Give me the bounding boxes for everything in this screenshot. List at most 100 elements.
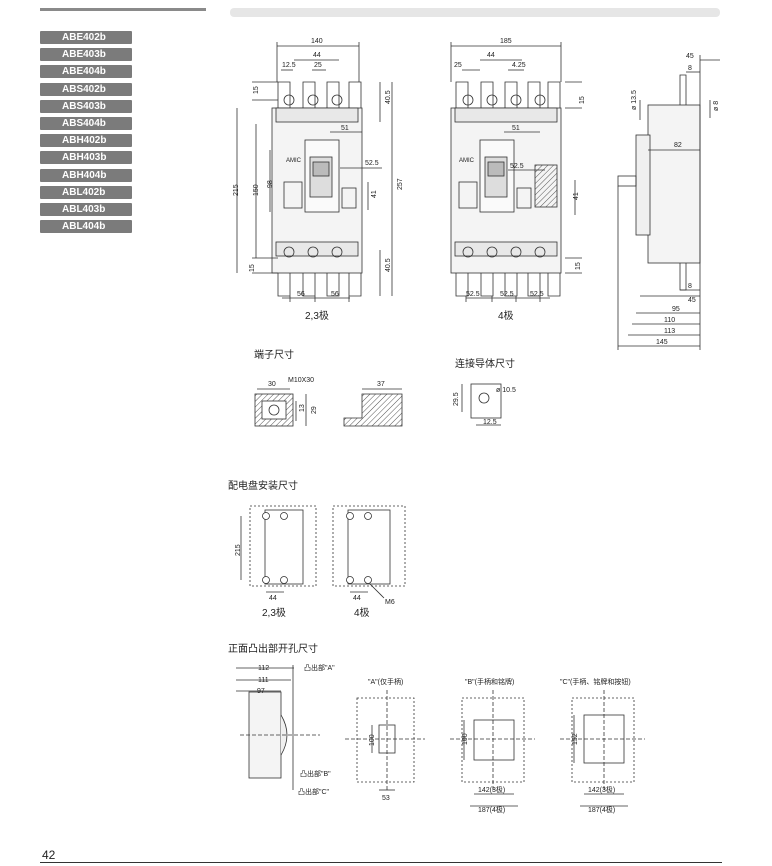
dim-label: 100 bbox=[369, 734, 376, 746]
dim-label: 215 bbox=[233, 184, 240, 196]
front-view-3p: AMIC bbox=[236, 42, 393, 302]
cutout-b bbox=[450, 690, 535, 807]
dim-label: ø 10.5 bbox=[496, 387, 516, 394]
dim-label: 12.5 bbox=[483, 419, 497, 426]
model-label: ABS404b bbox=[40, 116, 132, 130]
model-list: ABE402b ABE403b ABE404b ABS402b ABS403b … bbox=[40, 31, 132, 237]
conductor-drawing bbox=[461, 383, 502, 426]
caption: 4极 bbox=[354, 606, 370, 619]
model-label: ABL403b bbox=[40, 202, 132, 216]
dim-label: 142(3极) bbox=[588, 785, 615, 794]
dim-label: 145 bbox=[656, 339, 668, 346]
dim-label: 257 bbox=[397, 178, 404, 190]
dim-label: 52.5 bbox=[530, 291, 544, 298]
dim-label: 凸出部"B" bbox=[300, 769, 331, 778]
model-label: ABE402b bbox=[40, 31, 132, 44]
dim-label: 51 bbox=[341, 125, 349, 132]
dim-label: 凸出部"C" bbox=[298, 787, 330, 796]
model-label: ABH404b bbox=[40, 168, 132, 182]
dim-label: 37 bbox=[377, 381, 385, 388]
model-label: ABE403b bbox=[40, 48, 132, 62]
dim-label: 44 bbox=[487, 52, 495, 59]
model-label: ABS403b bbox=[40, 99, 132, 113]
dim-label: "A"(仅手柄) bbox=[368, 677, 403, 686]
model-label: ABH402b bbox=[40, 134, 132, 148]
caption: 2,3极 bbox=[262, 606, 286, 619]
dim-label: 82 bbox=[674, 142, 682, 149]
dim-label: 25 bbox=[454, 62, 462, 69]
dim-label: 40.5 bbox=[385, 258, 392, 272]
dim-label: 凸出部"A" bbox=[304, 663, 335, 672]
dim-label: 152 bbox=[572, 733, 579, 745]
dim-label: 40.5 bbox=[385, 90, 392, 104]
header-bar bbox=[230, 8, 720, 17]
dim-label: 15 bbox=[249, 264, 256, 272]
dim-label: 44 bbox=[313, 52, 321, 59]
dim-label: 52.5 bbox=[466, 291, 480, 298]
header-rule bbox=[40, 8, 206, 11]
dim-label: 15 bbox=[575, 262, 582, 270]
dim-label: 98 bbox=[267, 180, 274, 188]
caption: 4极 bbox=[498, 309, 514, 322]
dim-label: 29.5 bbox=[453, 392, 460, 406]
dim-label: 8 bbox=[688, 283, 692, 290]
cutout-c bbox=[560, 690, 645, 807]
terminal-drawing bbox=[254, 388, 403, 427]
dim-label: 13 bbox=[299, 404, 306, 412]
dim-label: 41 bbox=[573, 192, 580, 200]
model-label: ABL402b bbox=[40, 185, 132, 199]
section-title: 正面凸出部开孔尺寸 bbox=[228, 642, 318, 655]
dim-label: "B"(手柄和铭牌) bbox=[465, 677, 514, 686]
dim-label: 185 bbox=[500, 38, 512, 45]
dim-label: 44 bbox=[353, 595, 361, 602]
model-label: ABL404b bbox=[40, 220, 132, 234]
dim-label: 45 bbox=[686, 53, 694, 60]
dim-label: 8 bbox=[688, 65, 692, 72]
dim-label: 30 bbox=[268, 381, 276, 388]
dim-label: 52.5 bbox=[500, 291, 514, 298]
dim-label: 4.25 bbox=[512, 62, 526, 69]
model-label: ABH403b bbox=[40, 151, 132, 165]
dim-label: "C"(手柄、铭牌和按钮) bbox=[560, 677, 631, 686]
model-label: ABE404b bbox=[40, 65, 132, 79]
dim-label: M6 bbox=[385, 599, 395, 606]
dim-label: 25 bbox=[314, 62, 322, 69]
dim-label: ø 13.5 bbox=[631, 90, 638, 110]
svg-text:AMIC: AMIC bbox=[459, 158, 475, 164]
cutout-side bbox=[236, 665, 320, 790]
cutout-a bbox=[345, 690, 425, 791]
dim-label: 187(4极) bbox=[588, 805, 615, 814]
dim-label: 44 bbox=[269, 595, 277, 602]
dim-label: 140 bbox=[311, 38, 323, 45]
section-title: 配电盘安装尺寸 bbox=[228, 479, 298, 492]
dim-label: 15 bbox=[253, 86, 260, 94]
page-number: 42 bbox=[42, 848, 56, 862]
dim-label: 110 bbox=[664, 317, 675, 324]
dim-label: 113 bbox=[664, 328, 675, 335]
dim-label: 52.5 bbox=[365, 160, 379, 167]
side-view bbox=[617, 55, 720, 350]
section-title: 端子尺寸 bbox=[254, 348, 294, 361]
dim-label: 150 bbox=[253, 184, 260, 196]
dim-label: 215 bbox=[235, 544, 242, 556]
dim-label: 52.5 bbox=[510, 163, 524, 170]
dim-label: 97 bbox=[257, 688, 265, 695]
dim-label: 111 bbox=[258, 677, 269, 684]
dim-label: 51 bbox=[512, 125, 520, 132]
dim-label: 56 bbox=[297, 291, 305, 298]
dim-label: ø 8 bbox=[713, 101, 720, 111]
dim-label: 29 bbox=[311, 406, 318, 414]
dim-label: 41 bbox=[371, 190, 378, 198]
section-title: 连接导体尺寸 bbox=[455, 357, 515, 370]
dim-label: 45 bbox=[688, 297, 696, 304]
dim-label: 187(4极) bbox=[478, 805, 505, 814]
dim-label: 142(3极) bbox=[478, 785, 505, 794]
panel-mounting bbox=[240, 505, 406, 599]
dim-label: 53 bbox=[382, 795, 390, 802]
dim-label: 95 bbox=[672, 306, 680, 313]
dim-label: 15 bbox=[579, 96, 586, 104]
dim-label: 12.5 bbox=[282, 62, 296, 69]
model-label: ABS402b bbox=[40, 82, 132, 96]
front-view-4p: AMIC bbox=[450, 42, 582, 302]
